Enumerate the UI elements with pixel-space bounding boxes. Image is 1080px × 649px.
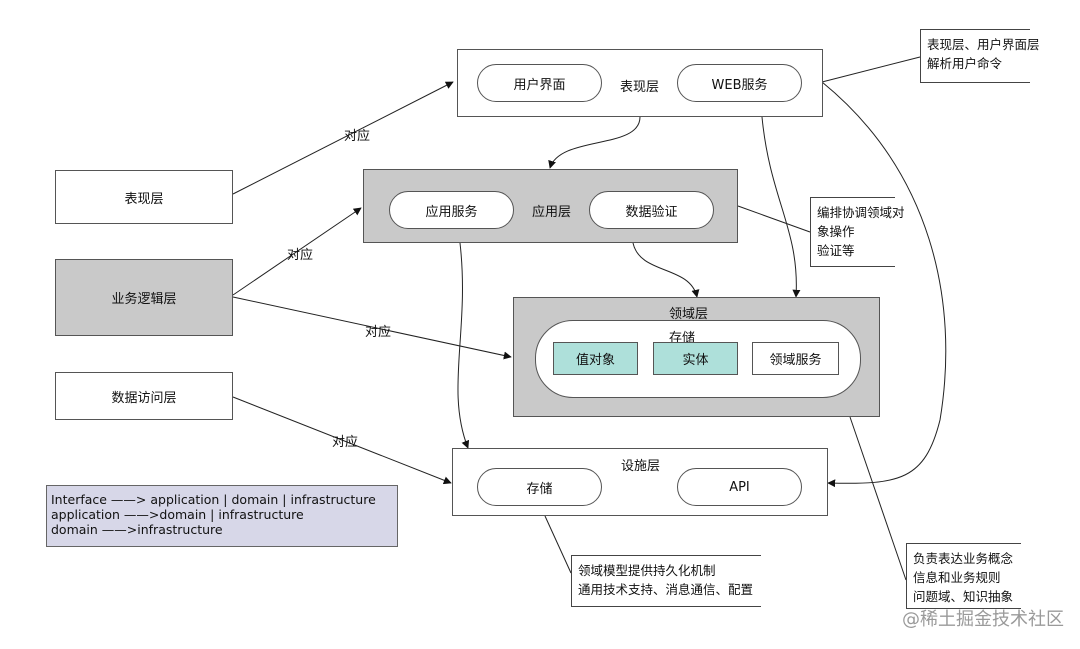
arrow-app-domain: [632, 242, 700, 298]
left-box-business: 业务逻辑层: [55, 259, 233, 336]
leader-bottom-center: [544, 515, 572, 574]
leader-middle-right: [737, 205, 811, 233]
note-bottom-right-line-2: 信息和业务规则: [913, 570, 1001, 585]
edge-label-4: 对应: [332, 435, 359, 450]
cell-value-object-label: 值对象: [575, 353, 615, 368]
left-box-data-access: 数据访问层: [55, 372, 233, 420]
arrow-pres-app: [548, 116, 641, 169]
note-middle-right-line-2: 象操作: [817, 224, 855, 239]
pill-api-label: API: [729, 479, 750, 495]
cell-value-object: 值对象: [553, 342, 638, 375]
note-bottom-right: 负责表达业务概念 信息和业务规则 问题域、知识抽象: [906, 543, 1021, 609]
pill-data-validation: 数据验证: [589, 191, 714, 229]
note-top-right-line-1: 表现层、用户界面层: [927, 37, 1040, 52]
arrow-business-app: [232, 207, 362, 296]
cell-entity-label: 实体: [682, 353, 709, 368]
note-middle-right-line-1: 编排协调领域对: [817, 205, 905, 220]
left-box-presentation-label: 表现层: [124, 191, 164, 207]
arrow-business-domain: [232, 296, 512, 360]
arrow-web-domain: [761, 116, 801, 298]
watermark: @稀土掘金技术社区: [902, 609, 1064, 630]
arrow-app-infra: [457, 242, 470, 449]
legend-line-1: Interface ——> application | domain | inf…: [51, 492, 376, 507]
cell-domain-service: 领域服务: [752, 342, 839, 375]
pill-storage-label: 存储: [526, 481, 553, 497]
note-middle-right: 编排协调领域对 象操作 验证等: [810, 197, 905, 267]
infra-layer-title: 设施层: [621, 459, 661, 474]
legend-line-3: domain ——>infrastructure: [51, 522, 223, 537]
leader-top-right: [821, 56, 921, 83]
edge-label-3: 对应: [365, 325, 392, 340]
arrow-presentation: [232, 81, 454, 195]
edge-label-2: 对应: [287, 248, 314, 263]
note-bottom-center-line-2: 通用技术支持、消息通信、配置: [578, 582, 754, 597]
pill-data-validation-label: 数据验证: [625, 204, 678, 220]
cell-domain-service-label: 领域服务: [769, 353, 822, 368]
note-top-right: 表现层、用户界面层 解析用户命令: [920, 29, 1040, 83]
pill-web-service: WEB服务: [677, 64, 802, 102]
note-middle-right-line-3: 验证等: [817, 243, 855, 258]
left-box-business-label: 业务逻辑层: [111, 292, 177, 307]
dependency-legend: Interface ——> application | domain | inf…: [46, 485, 398, 547]
presentation-layer-title: 表现层: [620, 80, 660, 95]
leader-bottom-right: [849, 416, 907, 581]
pill-api: API: [677, 468, 802, 506]
note-top-right-line-2: 解析用户命令: [927, 56, 1003, 71]
pill-app-service-label: 应用服务: [425, 204, 478, 220]
domain-layer-title: 领域层: [669, 307, 709, 322]
pill-user-interface: 用户界面: [477, 64, 602, 102]
edge-label-1: 对应: [344, 129, 371, 144]
application-layer-title: 应用层: [532, 205, 572, 220]
arrow-web-infra: [821, 81, 947, 488]
note-bottom-center: 领域模型提供持久化机制 通用技术支持、消息通信、配置: [571, 555, 761, 607]
pill-storage: 存储: [477, 468, 602, 506]
left-box-presentation: 表现层: [55, 170, 233, 224]
note-bottom-right-line-3: 问题域、知识抽象: [913, 589, 1014, 604]
note-bottom-center-line-1: 领域模型提供持久化机制: [578, 563, 716, 578]
left-box-data-access-label: 数据访问层: [111, 390, 177, 406]
cell-entity: 实体: [653, 342, 738, 375]
pill-user-interface-label: 用户界面: [513, 77, 566, 93]
pill-app-service: 应用服务: [389, 191, 514, 229]
arrow-dataaccess: [232, 396, 452, 485]
legend-line-2: application ——>domain | infrastructure: [51, 507, 304, 522]
note-bottom-right-line-1: 负责表达业务概念: [913, 551, 1014, 566]
pill-web-service-label: WEB服务: [711, 77, 768, 93]
